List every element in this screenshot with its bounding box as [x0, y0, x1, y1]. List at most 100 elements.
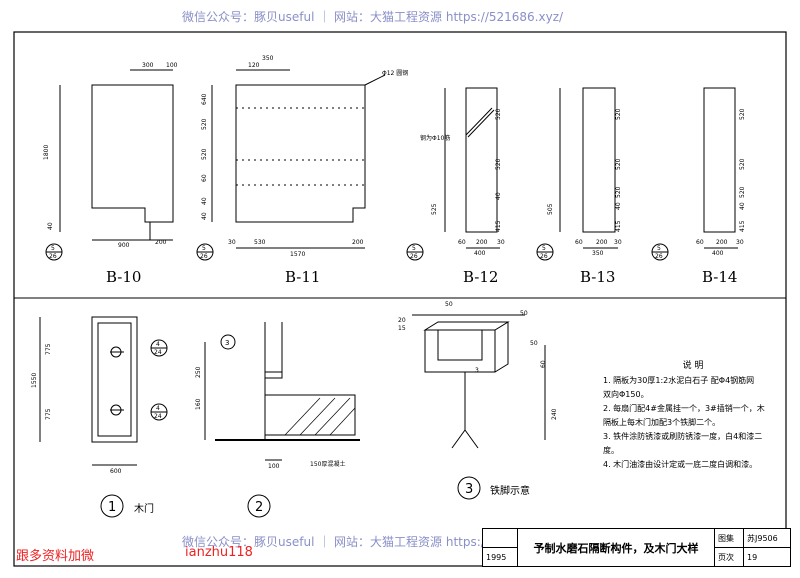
panel-label-b10: B-10	[106, 268, 142, 286]
b11-dim-640: 640	[201, 93, 208, 105]
detail3-number-circle	[457, 476, 481, 500]
title-block-atlas-no: 苏J9506	[743, 528, 791, 548]
title-block-title: 予制水磨石隔断构件，及木门大样	[517, 528, 715, 567]
svg-text:5: 5	[412, 245, 416, 252]
svg-text:5: 5	[542, 245, 546, 252]
b12-hole-label: 钢为Φ10筋	[420, 134, 450, 142]
title-block-atlas-label: 图集	[714, 528, 744, 548]
svg-text:415: 415	[739, 220, 746, 232]
detail2-ref: 3	[220, 334, 236, 350]
panel-label-b12: B-12	[463, 268, 499, 286]
svg-text:775: 775	[45, 408, 52, 420]
detail2-number-circle	[247, 494, 271, 518]
panel-b12-drawing	[444, 87, 500, 249]
panel-b14-drawing	[703, 87, 738, 249]
svg-text:160: 160	[195, 398, 202, 410]
b10-dim-900: 900	[118, 242, 130, 249]
title-block: 予制水磨石隔断构件，及木门大样 图集 苏J9506 1995 页次 19	[482, 528, 791, 567]
svg-text:60: 60	[540, 360, 547, 368]
b10-dim-300: 300	[142, 62, 154, 69]
svg-text:40: 40	[739, 202, 746, 210]
watermark-top: 微信公众号：豚贝useful ｜ 网站：大猫工程资源 https://52168…	[182, 10, 564, 24]
svg-text:520: 520	[615, 158, 622, 170]
svg-text:600: 600	[110, 468, 122, 475]
detail3-drawing	[412, 314, 546, 449]
note-line: 4. 木门油漆由设计定或一底二度白调和漆。	[603, 460, 758, 469]
svg-text:775: 775	[45, 343, 52, 355]
detail3-number: 3	[465, 482, 473, 497]
note-line: 双向Φ150。	[603, 390, 649, 399]
notes-block: 说 明 1. 隔板为30厚1:2水泥白石子 配Φ4钢筋网 双向Φ150。 2. …	[603, 358, 783, 472]
b11-dim-530: 530	[254, 239, 266, 246]
promo-right: ianzhu118	[185, 545, 253, 560]
panel-label-b13: B-13	[580, 268, 616, 286]
detail1-number: 1	[108, 500, 116, 515]
svg-text:20: 20	[398, 317, 406, 324]
b11-dim-520a: 520	[201, 118, 208, 130]
svg-text:5: 5	[202, 245, 206, 252]
svg-text:250: 250	[195, 366, 202, 378]
svg-text:5: 5	[51, 245, 55, 252]
b12-ref-circle: 5 26	[406, 243, 424, 261]
svg-text:30: 30	[497, 239, 505, 246]
b11-dim-120: 120	[248, 62, 260, 69]
b14-ref-circle: 5 26	[651, 243, 669, 261]
svg-text:60: 60	[458, 239, 466, 246]
note-line: 2. 每扇门配4#金属挂一个，3#插销一个，木	[603, 404, 765, 413]
svg-text:520: 520	[615, 108, 622, 120]
svg-text:520: 520	[615, 186, 622, 198]
b11-dim-40b: 40	[201, 212, 208, 220]
svg-text:1550: 1550	[31, 373, 38, 388]
svg-text:505: 505	[547, 203, 554, 215]
svg-text:26: 26	[410, 253, 418, 260]
title-block-page-no: 19	[743, 547, 791, 567]
b13-ref-circle: 5 26	[536, 243, 554, 261]
b10-dim-100: 100	[166, 62, 178, 69]
b10-dim-1800: 1800	[43, 145, 50, 160]
svg-text:415: 415	[615, 220, 622, 232]
svg-text:400: 400	[712, 250, 724, 257]
detail1-number-circle	[100, 494, 124, 518]
svg-text:520: 520	[739, 158, 746, 170]
svg-text:40: 40	[615, 202, 622, 210]
b10-dim-200: 200	[155, 239, 167, 246]
svg-text:400: 400	[474, 250, 486, 257]
note-line: 3. 铁件涂防锈漆或刷防锈漆一度，白4和漆二	[603, 432, 763, 441]
detail2-concrete-label: 150厚混凝土	[310, 460, 345, 468]
b11-dim-1570: 1570	[290, 251, 305, 258]
detail2-number: 2	[255, 500, 263, 515]
watermark-bottom: 微信公众号：豚贝useful ｜ 网站：大猫工程资源 https://52168…	[182, 535, 564, 549]
svg-text:5: 5	[657, 245, 661, 252]
svg-text:520: 520	[739, 108, 746, 120]
b11-dim-40a: 40	[201, 197, 208, 205]
svg-text:350: 350	[592, 250, 604, 257]
panel-b11-drawing	[211, 69, 386, 249]
note-line: 度。	[603, 446, 619, 455]
drawing-border	[13, 31, 787, 567]
svg-text:30: 30	[736, 239, 744, 246]
panel-b10-drawing	[59, 69, 174, 241]
svg-text:415: 415	[495, 220, 502, 232]
svg-text:525: 525	[431, 203, 438, 215]
b11-dim-30: 30	[228, 239, 236, 246]
notes-title: 说 明	[682, 361, 704, 371]
svg-text:40: 40	[495, 192, 502, 200]
svg-text:520: 520	[739, 186, 746, 198]
detail1-drawing	[39, 316, 138, 466]
svg-text:520: 520	[495, 158, 502, 170]
svg-text:4: 4	[156, 341, 160, 348]
b11-dim-200: 200	[352, 239, 364, 246]
detail1-ref-b: 4 24	[150, 403, 168, 421]
svg-text:26: 26	[655, 253, 663, 260]
svg-text:3: 3	[475, 367, 479, 374]
svg-text:50: 50	[445, 301, 453, 308]
note-line: 1. 隔板为30厚1:2水泥白石子 配Φ4钢筋网	[603, 376, 755, 385]
svg-text:30: 30	[614, 239, 622, 246]
svg-text:3: 3	[225, 339, 229, 347]
note-line: 隔板上每木门加配3个铁脚二个。	[603, 418, 721, 427]
panel-label-b11: B-11	[285, 268, 321, 286]
panel-label-b14: B-14	[702, 268, 738, 286]
b11-dim-520b: 520	[201, 148, 208, 160]
svg-text:240: 240	[551, 408, 558, 420]
